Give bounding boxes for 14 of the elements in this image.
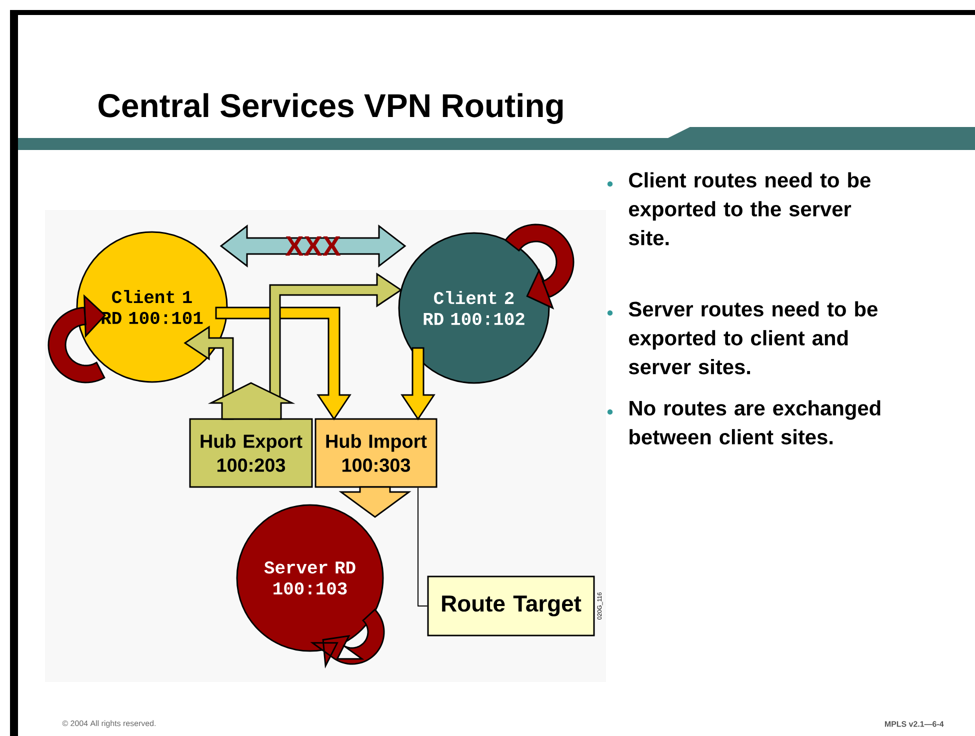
split-arrow-head	[208, 382, 296, 420]
fat-arrow	[338, 486, 412, 518]
bullet-text: Client routes need to be exported to the server site.	[628, 172, 870, 246]
route-target-box: Hub Import 100:303	[314, 418, 438, 488]
fat-arrow	[400, 347, 436, 420]
legend-box: Route Target	[427, 576, 595, 636]
fat-arrow	[215, 306, 352, 420]
route-target-box: Hub Export 100:203	[189, 418, 313, 488]
leader-line	[418, 487, 428, 606]
fat-arrow	[220, 224, 406, 268]
slide-title: Central Services VPN Routing	[98, 93, 563, 124]
bullet-text: No routes are exchanged between client sites.	[630, 400, 880, 444]
bullet-text: Server routes need to be exported to client and server sites.	[628, 301, 878, 374]
edge-label: XXX	[285, 236, 341, 256]
